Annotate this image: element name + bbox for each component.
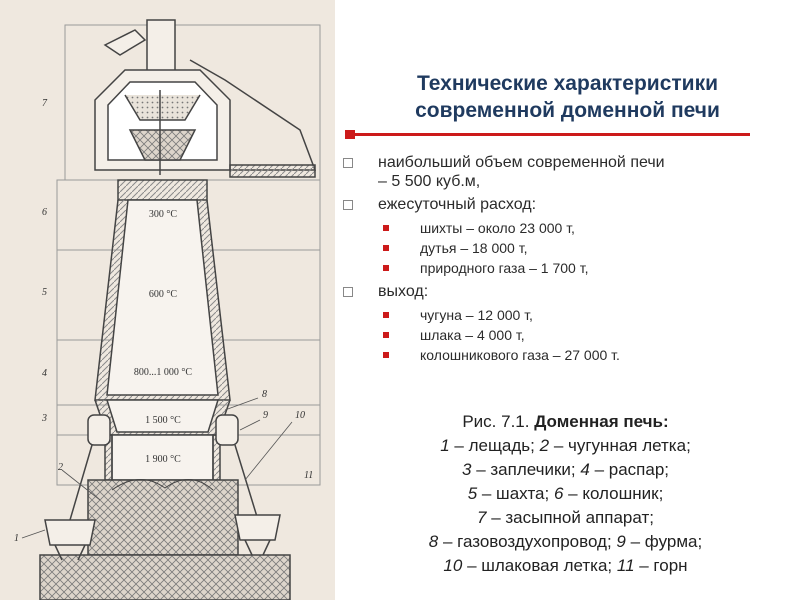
square-bullet-icon [343,287,353,297]
caption-number: 11 [616,556,635,575]
caption-title-line: Рис. 7.1. Доменная печь: [338,410,793,434]
spec-item-output: выход: [338,282,793,301]
spec-subitem-text: шлака – 4 000 т, [420,327,525,343]
caption-number: 10 [443,556,463,575]
spec-sublist-output: чугуна – 12 000 т, шлака – 4 000 т, коло… [338,305,793,365]
furnace-body [39,179,291,600]
spec-subitem: природного газа – 1 700 т, [338,258,793,278]
part-label-7: 7 [42,98,48,109]
spec-item-daily-consumption: ежесуточный расход: [338,195,793,214]
caption-line: 7 – засыпной аппарат; [338,506,793,530]
part-label-11: 11 [304,470,313,481]
caption-number: 8 [428,532,439,551]
caption-text: – распар; [589,460,669,479]
spec-subitem-text: дутья – 18 000 т, [420,240,528,256]
caption-line: 8 – газовоздухопровод; 9 – фурма; [338,530,793,554]
spec-subitem-text: природного газа – 1 700 т, [420,260,589,276]
title-underline [345,130,750,139]
spec-item-text: – 5 500 куб.м, [378,173,481,190]
caption-text: – шахта; [477,484,554,503]
spec-item-text: наибольший объем современной печи [378,154,665,171]
part-label-3: 3 [41,413,47,424]
square-bullet-icon [343,158,353,168]
caption-number: 5 [467,484,478,503]
spec-subitem-text: колошникового газа – 27 000 т. [420,347,620,363]
red-square-bullet-icon [383,312,389,318]
caption-number: 6 [553,484,564,503]
caption-text: – заплечики; [471,460,581,479]
part-label-10: 10 [295,410,305,421]
red-square-bullet-icon [383,352,389,358]
figure-caption: Рис. 7.1. Доменная печь: 1 – лещадь; 2 –… [338,410,793,578]
caption-number: 3 [462,460,472,479]
part-label-6: 6 [42,207,47,218]
part-label-8: 8 [262,389,267,400]
caption-number: 9 [616,532,626,551]
caption-prefix: Рис. 7.1. [462,412,535,431]
caption-text: – колошник; [563,484,664,503]
blast-furnace-diagram: 300 °C 600 °C 800...1 000 °C 1 500 °C 1 … [14,19,321,600]
caption-line: 3 – заплечики; 4 – распар; [338,458,793,482]
caption-number: 7 [477,508,487,527]
spec-subitem-text: чугуна – 12 000 т, [420,307,533,323]
caption-text: – чугунная летка; [549,436,691,455]
charging-apparatus [94,19,317,178]
leader-lines [21,397,293,539]
red-square-bullet-icon [383,332,389,338]
caption-text: – засыпной аппарат; [486,508,654,527]
spec-sublist-consumption: шихты – около 23 000 т, дутья – 18 000 т… [338,218,793,278]
caption-number: 4 [580,460,590,479]
caption-line: 10 – шлаковая летка; 11 – горн [338,554,793,578]
temp-label-600: 600 °C [149,289,177,300]
caption-number: 2 [539,436,550,455]
temp-label-1500: 1 500 °C [145,415,181,426]
spec-subitem: шихты – около 23 000 т, [338,218,793,238]
diagram-panel: 300 °C 600 °C 800...1 000 °C 1 500 °C 1 … [0,0,335,600]
temp-label-1900: 1 900 °C [145,454,181,465]
caption-line: 5 – шахта; 6 – колошник; [338,482,793,506]
spec-subitem: шлака – 4 000 т, [338,325,793,345]
title-underline-tick [345,130,355,139]
red-square-bullet-icon [383,225,389,231]
spec-item-max-volume: наибольший объем современной печи – 5 50… [338,153,793,191]
spec-subitem: дутья – 18 000 т, [338,238,793,258]
red-square-bullet-icon [383,265,389,271]
caption-text: – фурма; [625,532,703,551]
caption-text: – горн [634,556,688,575]
caption-text: – газовоздухопровод; [438,532,617,551]
part-label-5: 5 [42,287,47,298]
caption-title: Доменная печь: [534,412,669,431]
part-label-4: 4 [42,368,47,379]
red-square-bullet-icon [383,245,389,251]
spec-subitem: колошникового газа – 27 000 т. [338,345,793,365]
specs-list: наибольший объем современной печи – 5 50… [338,153,793,369]
spec-item-text: выход: [378,283,429,300]
slide-title: Технические характеристики современной д… [345,70,790,124]
temp-label-300: 300 °C [149,209,177,220]
spec-subitem: чугуна – 12 000 т, [338,305,793,325]
temp-label-800-1000: 800...1 000 °C [134,367,192,378]
caption-text: – лещадь; [449,436,540,455]
part-label-1: 1 [14,533,19,544]
part-label-2: 2 [58,462,63,473]
spec-subitem-text: шихты – около 23 000 т, [420,220,575,236]
slide-title-line-1: Технические характеристики [416,72,719,95]
part-label-9: 9 [263,410,268,421]
spec-item-text: ежесуточный расход: [378,196,537,213]
caption-number: 1 [440,436,450,455]
caption-text: – шлаковая летка; [462,556,617,575]
caption-line: 1 – лещадь; 2 – чугунная летка; [338,434,793,458]
slide-title-line-2: современной доменной печи [415,99,720,122]
square-bullet-icon [343,200,353,210]
